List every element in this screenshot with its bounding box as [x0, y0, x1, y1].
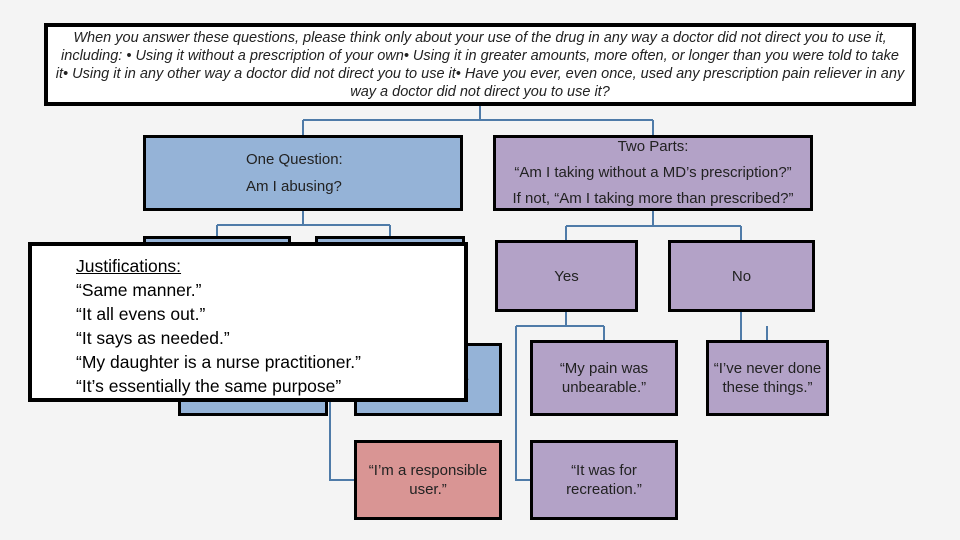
connector-question-to-branches: [302, 106, 654, 135]
two-parts-question-2: If not, “Am I taking more than prescribe…: [512, 190, 794, 207]
justification-line: “It says as needed.”: [76, 328, 230, 348]
two-parts-title: Two Parts:: [617, 138, 689, 155]
connector-yes-children: [515, 312, 605, 481]
yes-box: Yes: [495, 240, 638, 312]
justification-line: “Same manner.”: [76, 280, 202, 300]
two-parts-question-1: “Am I taking without a MD’s prescription…: [514, 164, 792, 181]
pain-quote-box: “My pain was unbearable.”: [530, 340, 678, 416]
connector-one-question-children: [216, 211, 391, 236]
pain-quote: “My pain was unbearable.”: [559, 360, 649, 396]
yes-label: Yes: [554, 267, 579, 285]
one-question-title: One Question:: [246, 151, 343, 168]
justifications-callout: Justifications: “Same manner.” “It all e…: [28, 242, 468, 402]
justification-line: “It’s essentially the same purpose”: [76, 376, 342, 396]
connector-two-parts-children: [565, 211, 742, 240]
recreation-quote: “It was for recreation.”: [566, 462, 642, 498]
connector-no-child: [740, 312, 768, 340]
one-question-box: One Question: Am I abusing?: [143, 135, 463, 211]
never-quote: “I’ve never done these things.”: [713, 360, 822, 396]
one-question-subtitle: Am I abusing?: [246, 178, 342, 195]
survey-question-text: When you answer these questions, please …: [55, 29, 905, 100]
justifications-title: Justifications:: [76, 256, 182, 276]
recreation-quote-box: “It was for recreation.”: [530, 440, 678, 520]
two-parts-box: Two Parts: “Am I taking without a MD’s p…: [493, 135, 813, 211]
responsible-quote: “I’m a responsible user.”: [368, 462, 488, 498]
never-quote-box: “I’ve never done these things.”: [706, 340, 829, 416]
no-box: No: [668, 240, 815, 312]
justification-line: “It all evens out.”: [76, 304, 206, 324]
no-label: No: [731, 267, 752, 285]
survey-question-box: When you answer these questions, please …: [44, 23, 916, 106]
justification-line: “My daughter is a nurse practitioner.”: [76, 352, 361, 372]
responsible-quote-box: “I’m a responsible user.”: [354, 440, 502, 520]
